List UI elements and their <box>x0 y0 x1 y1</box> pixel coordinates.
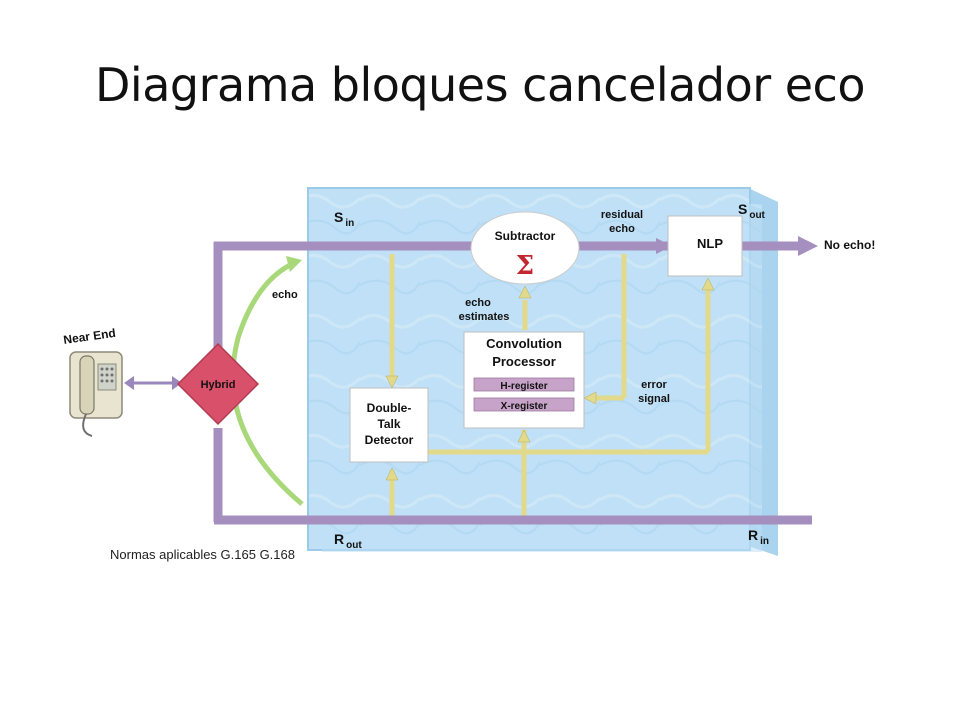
double-talk-label-line3: Detector <box>365 433 414 447</box>
nlp-block <box>667 215 743 277</box>
echo-label: echo <box>272 289 298 301</box>
hybrid-block <box>176 342 260 426</box>
subtractor-block <box>470 211 580 285</box>
double-talk-detector-block <box>349 387 429 463</box>
h-register-label: H-register <box>500 381 547 392</box>
hybrid-label: Hybrid <box>201 379 236 391</box>
svg-text:Sin: Sin <box>334 209 354 229</box>
svg-text:Rin: Rin <box>748 527 769 547</box>
echo-estimates-label-line1: echo <box>465 297 491 309</box>
error-signal-label-line1: error <box>641 379 667 391</box>
double-talk-label-line2: Talk <box>377 417 400 431</box>
s-in-label: S <box>334 209 343 225</box>
s-in-subscript: in <box>345 218 354 229</box>
control-paths <box>389 254 711 518</box>
signal-paths <box>213 241 812 525</box>
echo-path-arrow <box>230 261 304 506</box>
slide-title: Diagrama bloques cancelador eco <box>95 58 865 112</box>
standards-footnote: Normas aplicables G.165 G.168 <box>110 547 295 562</box>
echo-estimates-label-line2: estimates <box>459 311 510 323</box>
no-echo-label: No echo! <box>824 238 875 252</box>
nlp-label: NLP <box>697 236 723 251</box>
r-in-label: R <box>748 527 758 543</box>
h-register <box>473 377 575 392</box>
telephone-icon <box>69 351 123 437</box>
x-register <box>473 397 575 412</box>
double-talk-label-line1: Double- <box>367 401 412 415</box>
subtractor-label: Subtractor <box>495 229 556 243</box>
sigma-icon: Σ <box>516 251 534 281</box>
near-end-label: Near End <box>62 326 116 347</box>
r-in-subscript: in <box>760 536 769 547</box>
s-out-subscript: out <box>749 210 765 221</box>
r-out-subscript: out <box>346 540 362 551</box>
convolution-label-line1: Convolution <box>486 336 562 351</box>
residual-echo-label-line2: echo <box>609 223 635 235</box>
error-signal-label-line2: signal <box>638 393 670 405</box>
x-register-label: X-register <box>501 401 548 412</box>
convolution-label-line2: Processor <box>492 354 556 369</box>
r-out-label: R <box>334 531 344 547</box>
s-out-label: S <box>738 201 747 217</box>
residual-echo-label-line1: residual <box>601 209 643 221</box>
